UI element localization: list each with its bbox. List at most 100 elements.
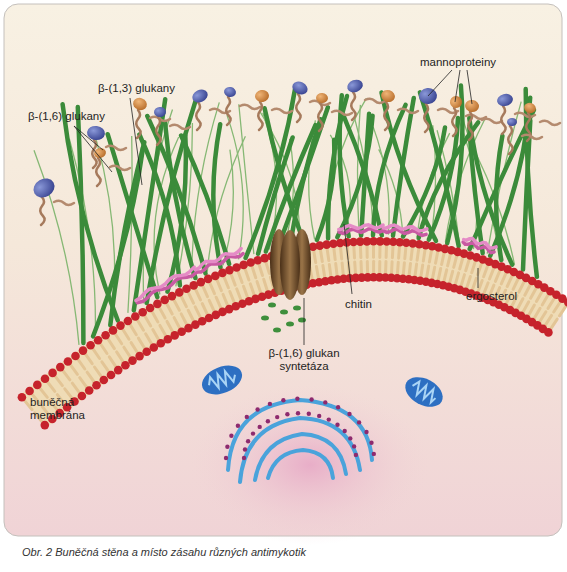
lipid-head (128, 356, 137, 365)
lipid-tail (259, 264, 263, 275)
lipid-tail (188, 292, 193, 303)
mannoprotein (223, 86, 237, 98)
leader-line (467, 70, 472, 104)
lipid-tail (245, 269, 249, 280)
er-membrane (268, 450, 333, 478)
chitin-ribbon (464, 239, 496, 248)
beta-1-3-glucans (63, 86, 537, 344)
lipid-tail (131, 343, 137, 353)
lipid-tail (100, 344, 107, 354)
lipid-tail (385, 246, 388, 258)
lipid-tail (55, 376, 62, 386)
part-label: buněčná membrána (30, 396, 94, 422)
ribosome (354, 453, 358, 457)
lipid-head (85, 386, 94, 395)
lipid-tail (323, 265, 325, 277)
leader-line (130, 98, 142, 185)
lipid-tail (472, 261, 476, 273)
lipid-tail (174, 300, 180, 311)
lipid-tail (403, 263, 404, 275)
lipid-tail (238, 271, 242, 282)
lipid-tail (316, 266, 318, 278)
beta-1-6-glucans (34, 98, 521, 345)
glycan-tail (110, 166, 130, 170)
lipid-tail (188, 310, 193, 321)
lipid-tail (320, 250, 322, 262)
lipid-tail (202, 304, 207, 315)
leader-lines (74, 70, 478, 345)
lipid-tail (95, 367, 102, 377)
glucan-strand (290, 119, 321, 245)
part-label: β-(1,3) glukany (98, 82, 208, 95)
glucan-strand (139, 135, 180, 286)
lipid-head (18, 393, 27, 402)
glycan-tail (365, 99, 385, 103)
lipid-tail (167, 304, 173, 315)
lipid-tail (160, 325, 166, 335)
lipid-tail (115, 334, 122, 344)
ribosome (225, 445, 229, 449)
lipid-tail (231, 274, 235, 285)
lipid-tail (237, 289, 241, 300)
glycan-tail (452, 108, 456, 136)
lipid-tail (540, 312, 546, 322)
glycan-tail (398, 109, 418, 113)
lipid-tail (353, 262, 357, 274)
leader-line (478, 268, 479, 288)
lipid-head (92, 381, 101, 390)
mannoprotein (190, 87, 210, 105)
lipid-tail (257, 282, 261, 293)
lipid-head (64, 357, 73, 366)
ribosome (296, 411, 300, 415)
ribosome (275, 415, 279, 419)
ribosome (295, 397, 299, 401)
mannoprotein (523, 101, 538, 115)
lipid-tail (137, 320, 143, 330)
lipid-head (48, 369, 57, 378)
ribosome (307, 412, 311, 416)
lipid-tail (513, 279, 518, 290)
ribosome (242, 456, 246, 460)
thin-glucan (357, 105, 360, 235)
lipid-tail (429, 250, 431, 262)
lipid-head (138, 308, 147, 317)
part-label: mannoproteiny (420, 56, 530, 69)
ribosome (236, 424, 240, 428)
lipid-tail (554, 302, 561, 312)
glycan-tail (351, 92, 355, 120)
lipid-tail (63, 370, 70, 380)
glucan-strand (213, 124, 220, 267)
lipid-tail (490, 268, 494, 279)
lipid-head (168, 292, 177, 301)
lipid-tail (130, 324, 136, 334)
lipid-head (107, 371, 116, 380)
precursor (280, 310, 288, 315)
lipid-tail (396, 262, 400, 274)
ribosome (348, 436, 352, 440)
ribosome (258, 425, 262, 429)
glucan-strand (78, 107, 84, 343)
lipid-tail (548, 298, 554, 308)
mannoprotein (154, 107, 166, 117)
lipid-head (100, 376, 109, 385)
mannoprotein (496, 92, 515, 108)
lipid-tail (417, 248, 419, 260)
ribosome (336, 405, 340, 409)
leader-line (304, 298, 305, 345)
precursor (286, 322, 294, 327)
lipid-tail (159, 307, 165, 318)
glycan-tail (296, 94, 300, 122)
lipid-tail (209, 300, 214, 311)
glycan-tail (482, 119, 502, 123)
ribosome (372, 452, 376, 456)
lipid-tail (102, 362, 109, 372)
lipid-tail (484, 266, 488, 277)
lipid-head (78, 392, 87, 401)
glucan-strand (147, 116, 205, 274)
lipid-tail (436, 252, 438, 264)
lipid-head (101, 331, 110, 340)
mannoprotein (30, 175, 58, 202)
lipid-tail (181, 314, 187, 325)
lipid-head (86, 341, 95, 350)
